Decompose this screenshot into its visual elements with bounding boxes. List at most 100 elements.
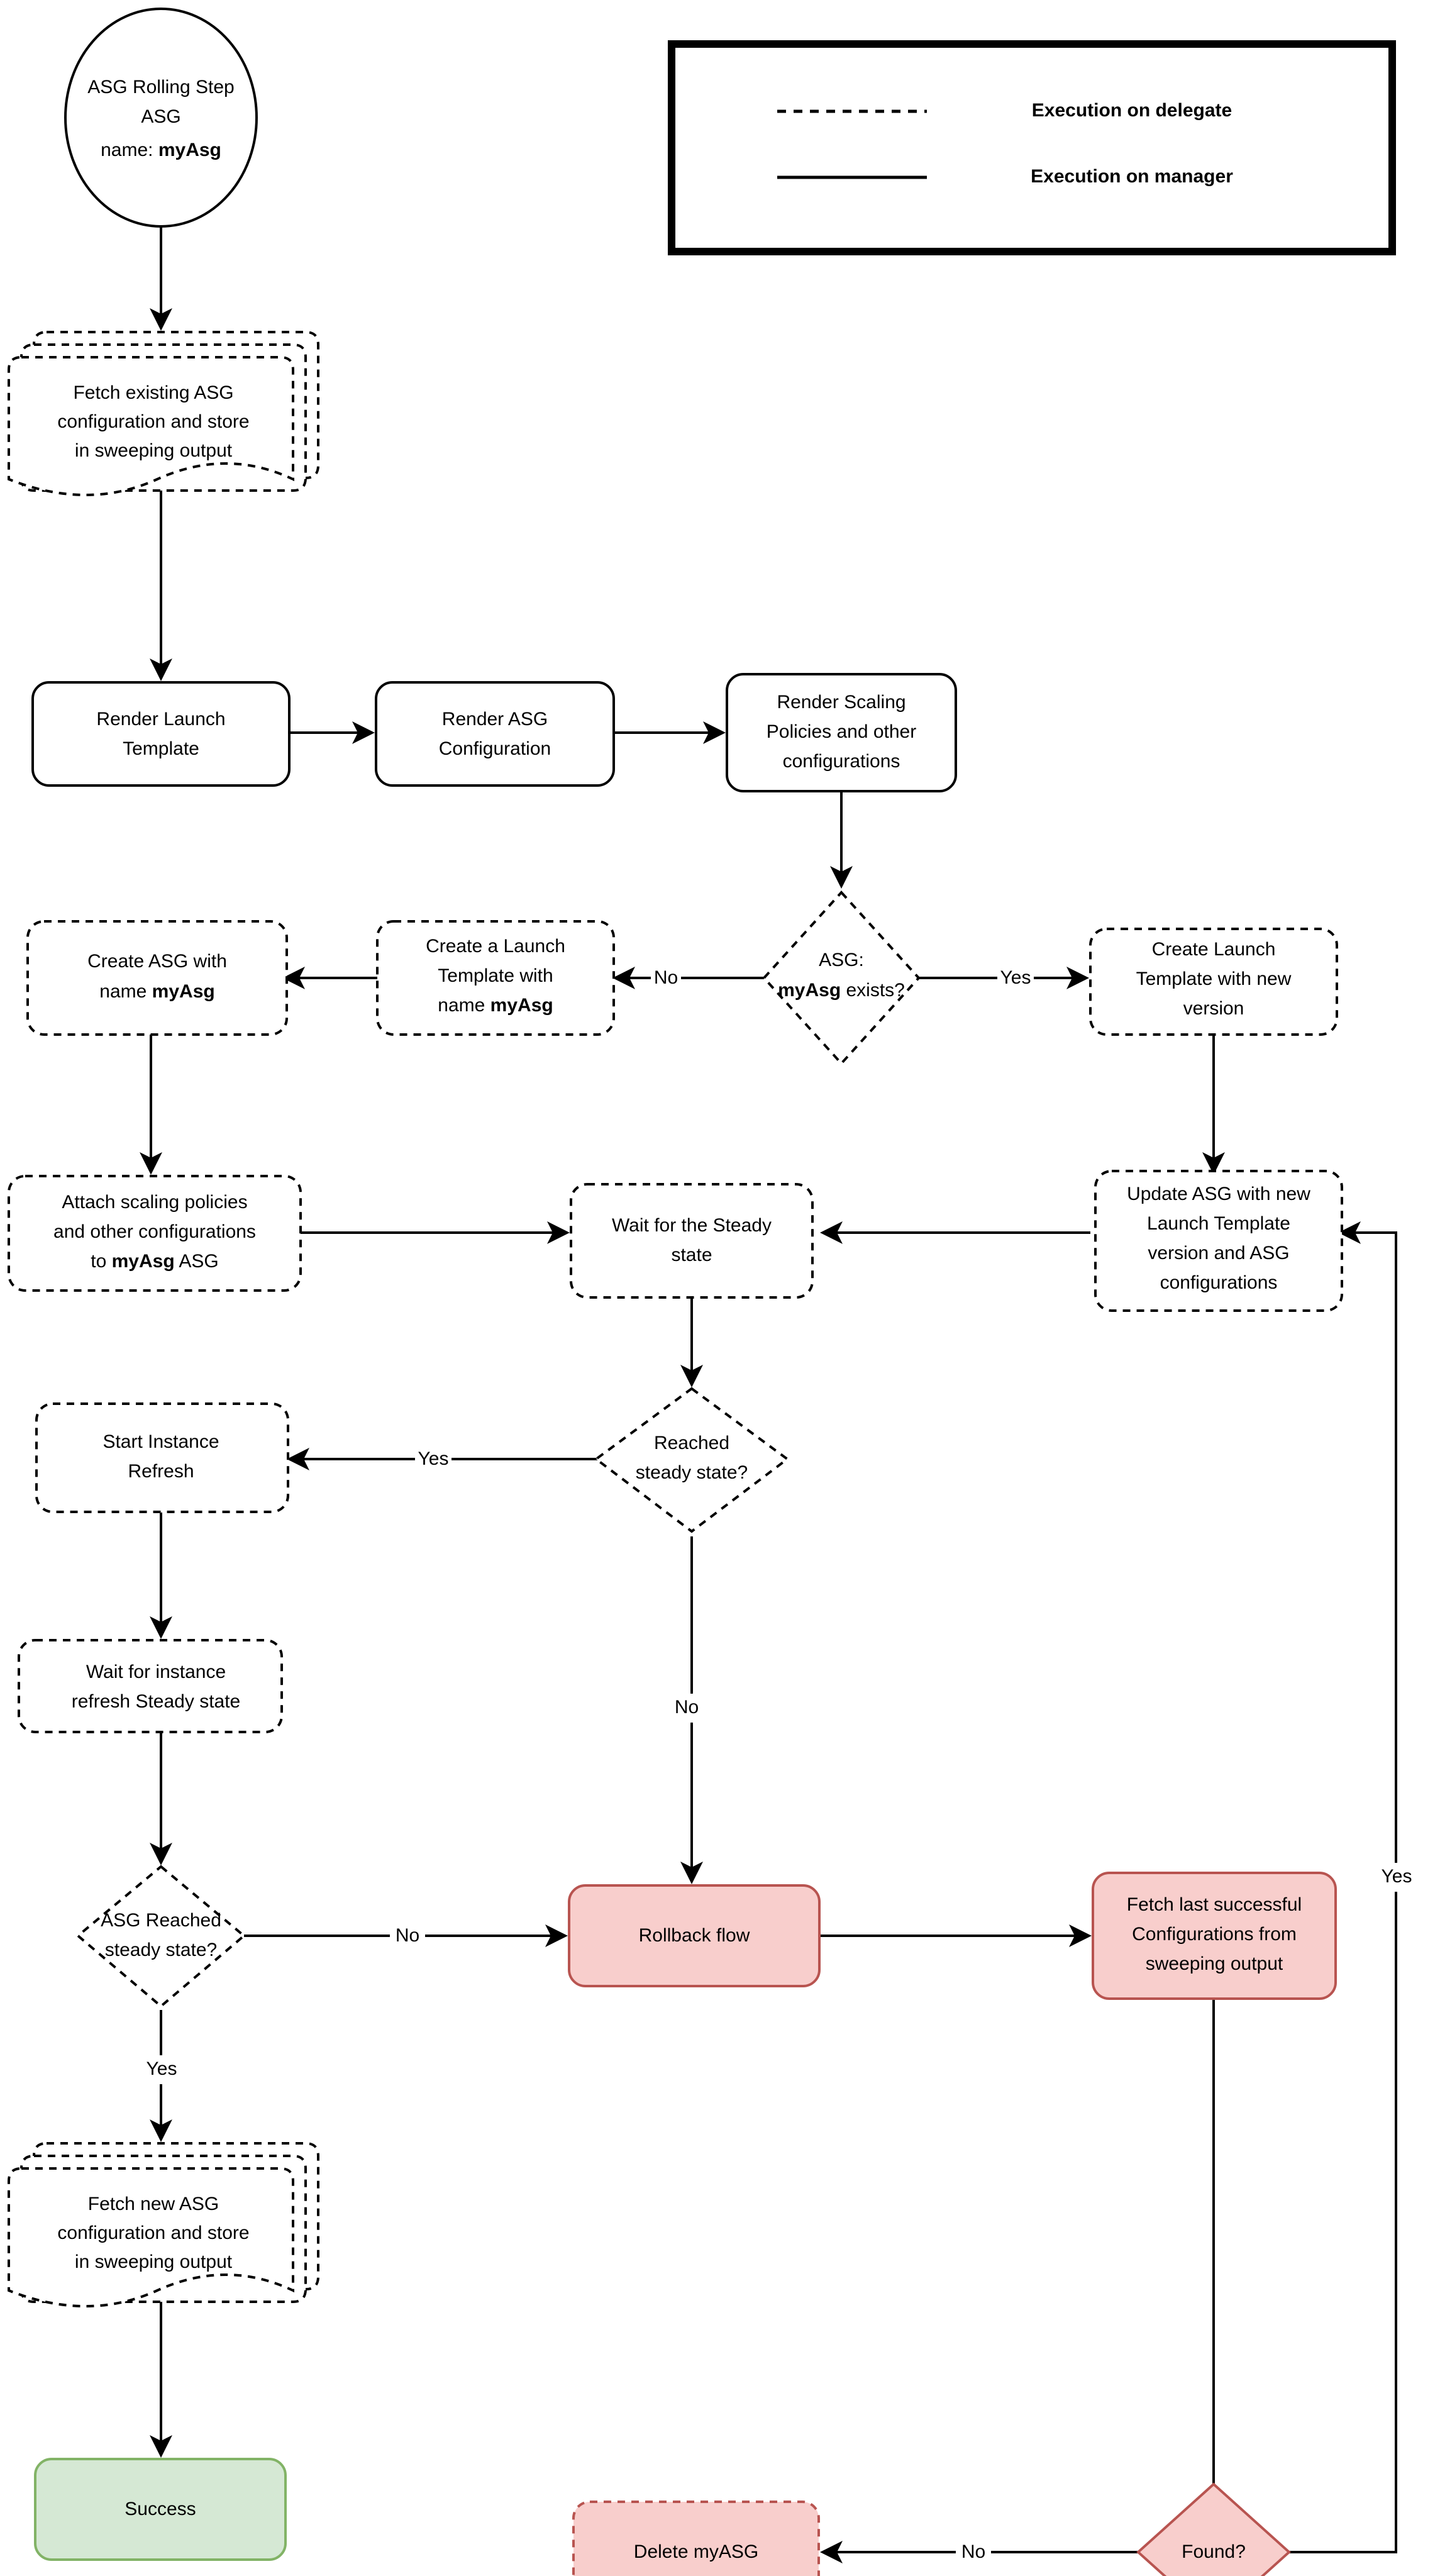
create-launch-template-named-shape xyxy=(376,920,615,1036)
fetch-new-asg-doc-front-shape xyxy=(8,2167,294,2307)
node-fetch-existing-config[interactable]: Fetch existing ASG configuration and sto… xyxy=(8,331,319,496)
node-render-launch-template[interactable]: Render Launch Template xyxy=(31,681,291,787)
render-scaling-policies-line-3: configurations xyxy=(783,751,900,772)
legend-border xyxy=(668,40,1396,255)
node-wait-instance-refresh[interactable]: Wait for instance refresh Steady state xyxy=(18,1639,283,1733)
create-asg-shape xyxy=(26,920,288,1036)
edge-label-found-no: No xyxy=(961,2541,985,2562)
delete-myasg-shape xyxy=(572,2501,820,2576)
node-update-asg[interactable]: Update ASG with new Launch Template vers… xyxy=(1094,1170,1343,1312)
fetch-existing-line-2: configuration and store xyxy=(57,411,249,432)
node-fetch-last-successful[interactable]: Fetch last successful Configurations fro… xyxy=(1092,1872,1337,2000)
reached-steady-state-diamond-shape xyxy=(594,1387,790,1533)
legend: Execution on delegate Execution on manag… xyxy=(668,40,1396,255)
node-start[interactable]: ASG Rolling Step ASG name: myAsg xyxy=(64,8,258,228)
start-line-3: name: myAsg xyxy=(101,140,221,160)
found-label: Found? xyxy=(1182,2541,1246,2562)
wait-instance-refresh-line-2: refresh Steady state xyxy=(72,1691,240,1712)
wait-instance-refresh-shape xyxy=(18,1639,283,1733)
delete-myasg-label: Delete myASG xyxy=(634,2541,758,2562)
asg-reached-steady-diamond-shape xyxy=(75,1865,246,2008)
create-lt-version-line-2: Template with new xyxy=(1136,969,1292,989)
fetch-new-asg-line-2: configuration and store xyxy=(57,2223,249,2243)
render-asg-configuration-line-2: Configuration xyxy=(439,738,551,759)
create-lt-named-line-3: name myAsg xyxy=(438,995,553,1016)
update-asg-line-1: Update ASG with new xyxy=(1127,1184,1310,1204)
node-rollback-flow[interactable]: Rollback flow xyxy=(568,1884,821,1987)
fetch-last-successful-line-3: sweeping output xyxy=(1146,1953,1283,1974)
asg-exists-diamond-shape xyxy=(762,891,921,1065)
fetch-last-successful-shape xyxy=(1092,1872,1337,2000)
create-launch-template-version-shape xyxy=(1089,928,1338,1036)
edge-label-reached-steady-yes: Yes xyxy=(418,1448,449,1469)
fetch-existing-line-3: in sweeping output xyxy=(75,440,233,461)
asg-reached-steady-line-1: ASG Reached xyxy=(101,1910,221,1931)
asg-exists-line-2-bold: myAsg xyxy=(778,980,841,1001)
node-asg-exists-decision[interactable]: ASG: myAsg exists? xyxy=(762,891,921,1065)
start-line-1: ASG Rolling Step xyxy=(87,77,234,97)
start-line-3-prefix: name: xyxy=(101,140,158,160)
wait-instance-refresh-line-1: Wait for instance xyxy=(86,1662,226,1682)
wait-steady-state-line-1: Wait for the Steady xyxy=(612,1215,772,1236)
update-asg-shape xyxy=(1094,1170,1343,1312)
edge-labels-layer: No Yes Yes No No Yes No Yes xyxy=(143,963,1415,2565)
edge-found-yes xyxy=(1289,1221,1397,2553)
rollback-flow-shape xyxy=(568,1884,821,1987)
node-asg-reached-steady-decision[interactable]: ASG Reached steady state? xyxy=(75,1865,246,2008)
node-found-decision[interactable]: Found? xyxy=(1136,2482,1291,2576)
start-instance-refresh-line-1: Start Instance xyxy=(102,1431,219,1452)
fetch-existing-doc-front-shape xyxy=(8,356,294,496)
attach-scaling-line-3-prefix: to xyxy=(91,1251,111,1272)
render-launch-template-shape xyxy=(31,681,291,787)
attach-scaling-policies-shape xyxy=(8,1175,302,1292)
create-asg-line-2: name myAsg xyxy=(99,981,214,1002)
asg-exists-line-1: ASG: xyxy=(819,950,864,970)
legend-label-manager: Execution on manager xyxy=(1031,166,1233,187)
create-lt-named-line-1: Create a Launch xyxy=(426,936,565,957)
node-start-instance-refresh[interactable]: Start Instance Refresh xyxy=(35,1402,289,1513)
node-render-asg-configuration[interactable]: Render ASG Configuration xyxy=(375,681,615,787)
fetch-new-asg-line-3: in sweeping output xyxy=(75,2251,233,2272)
start-line-3-bold: myAsg xyxy=(158,140,221,160)
render-asg-configuration-shape xyxy=(375,681,615,787)
success-shape xyxy=(34,2458,287,2561)
fetch-new-asg-line-1: Fetch new ASG xyxy=(88,2194,219,2214)
edge-label-asg-exists-no: No xyxy=(654,967,678,988)
fetch-existing-line-1: Fetch existing ASG xyxy=(73,382,233,403)
create-asg-line-2-prefix: name xyxy=(99,981,152,1002)
start-instance-refresh-line-2: Refresh xyxy=(128,1461,194,1482)
render-asg-configuration-line-1: Render ASG xyxy=(442,709,548,730)
asg-reached-steady-line-2: steady state? xyxy=(105,1940,217,1960)
edge-label-asg-reached-no: No xyxy=(396,1925,419,1946)
create-lt-named-line-3-prefix: name xyxy=(438,995,490,1016)
node-success[interactable]: Success xyxy=(34,2458,287,2561)
asg-exists-line-2-rest: exists? xyxy=(841,980,905,1001)
node-create-asg[interactable]: Create ASG with name myAsg xyxy=(26,920,288,1036)
asg-exists-line-2: myAsg exists? xyxy=(778,980,905,1001)
create-lt-named-line-2: Template with xyxy=(438,965,553,986)
create-lt-named-line-3-bold: myAsg xyxy=(490,995,553,1016)
node-create-launch-template-named[interactable]: Create a Launch Template with name myAsg xyxy=(376,920,615,1036)
edge-label-asg-exists-yes: Yes xyxy=(1000,967,1031,988)
node-delete-myasg[interactable]: Delete myASG xyxy=(572,2501,820,2576)
node-create-launch-template-version[interactable]: Create Launch Template with new version xyxy=(1089,928,1338,1036)
node-attach-scaling-policies[interactable]: Attach scaling policies and other config… xyxy=(8,1175,302,1292)
node-reached-steady-state-decision[interactable]: Reached steady state? xyxy=(594,1387,790,1533)
reached-steady-line-2: steady state? xyxy=(636,1462,748,1483)
node-fetch-new-asg-config[interactable]: Fetch new ASG configuration and store in… xyxy=(8,2142,319,2307)
node-wait-steady-state[interactable]: Wait for the Steady state xyxy=(570,1183,814,1299)
edge-label-asg-reached-yes: Yes xyxy=(147,2058,177,2079)
node-render-scaling-policies[interactable]: Render Scaling Policies and other config… xyxy=(726,673,957,792)
edge-label-reached-steady-no: No xyxy=(675,1697,699,1718)
render-scaling-policies-line-2: Policies and other xyxy=(767,721,916,742)
create-lt-version-line-3: version xyxy=(1183,998,1244,1019)
create-asg-line-2-bold: myAsg xyxy=(152,981,215,1002)
wait-steady-state-line-2: state xyxy=(671,1245,712,1265)
rollback-flow-label: Rollback flow xyxy=(639,1925,750,1946)
edges-layer xyxy=(140,223,1397,2563)
attach-scaling-line-3-suffix: ASG xyxy=(175,1251,219,1272)
render-launch-template-line-1: Render Launch xyxy=(96,709,225,730)
create-asg-line-1: Create ASG with xyxy=(87,951,227,972)
start-ellipse-shape xyxy=(64,8,258,228)
